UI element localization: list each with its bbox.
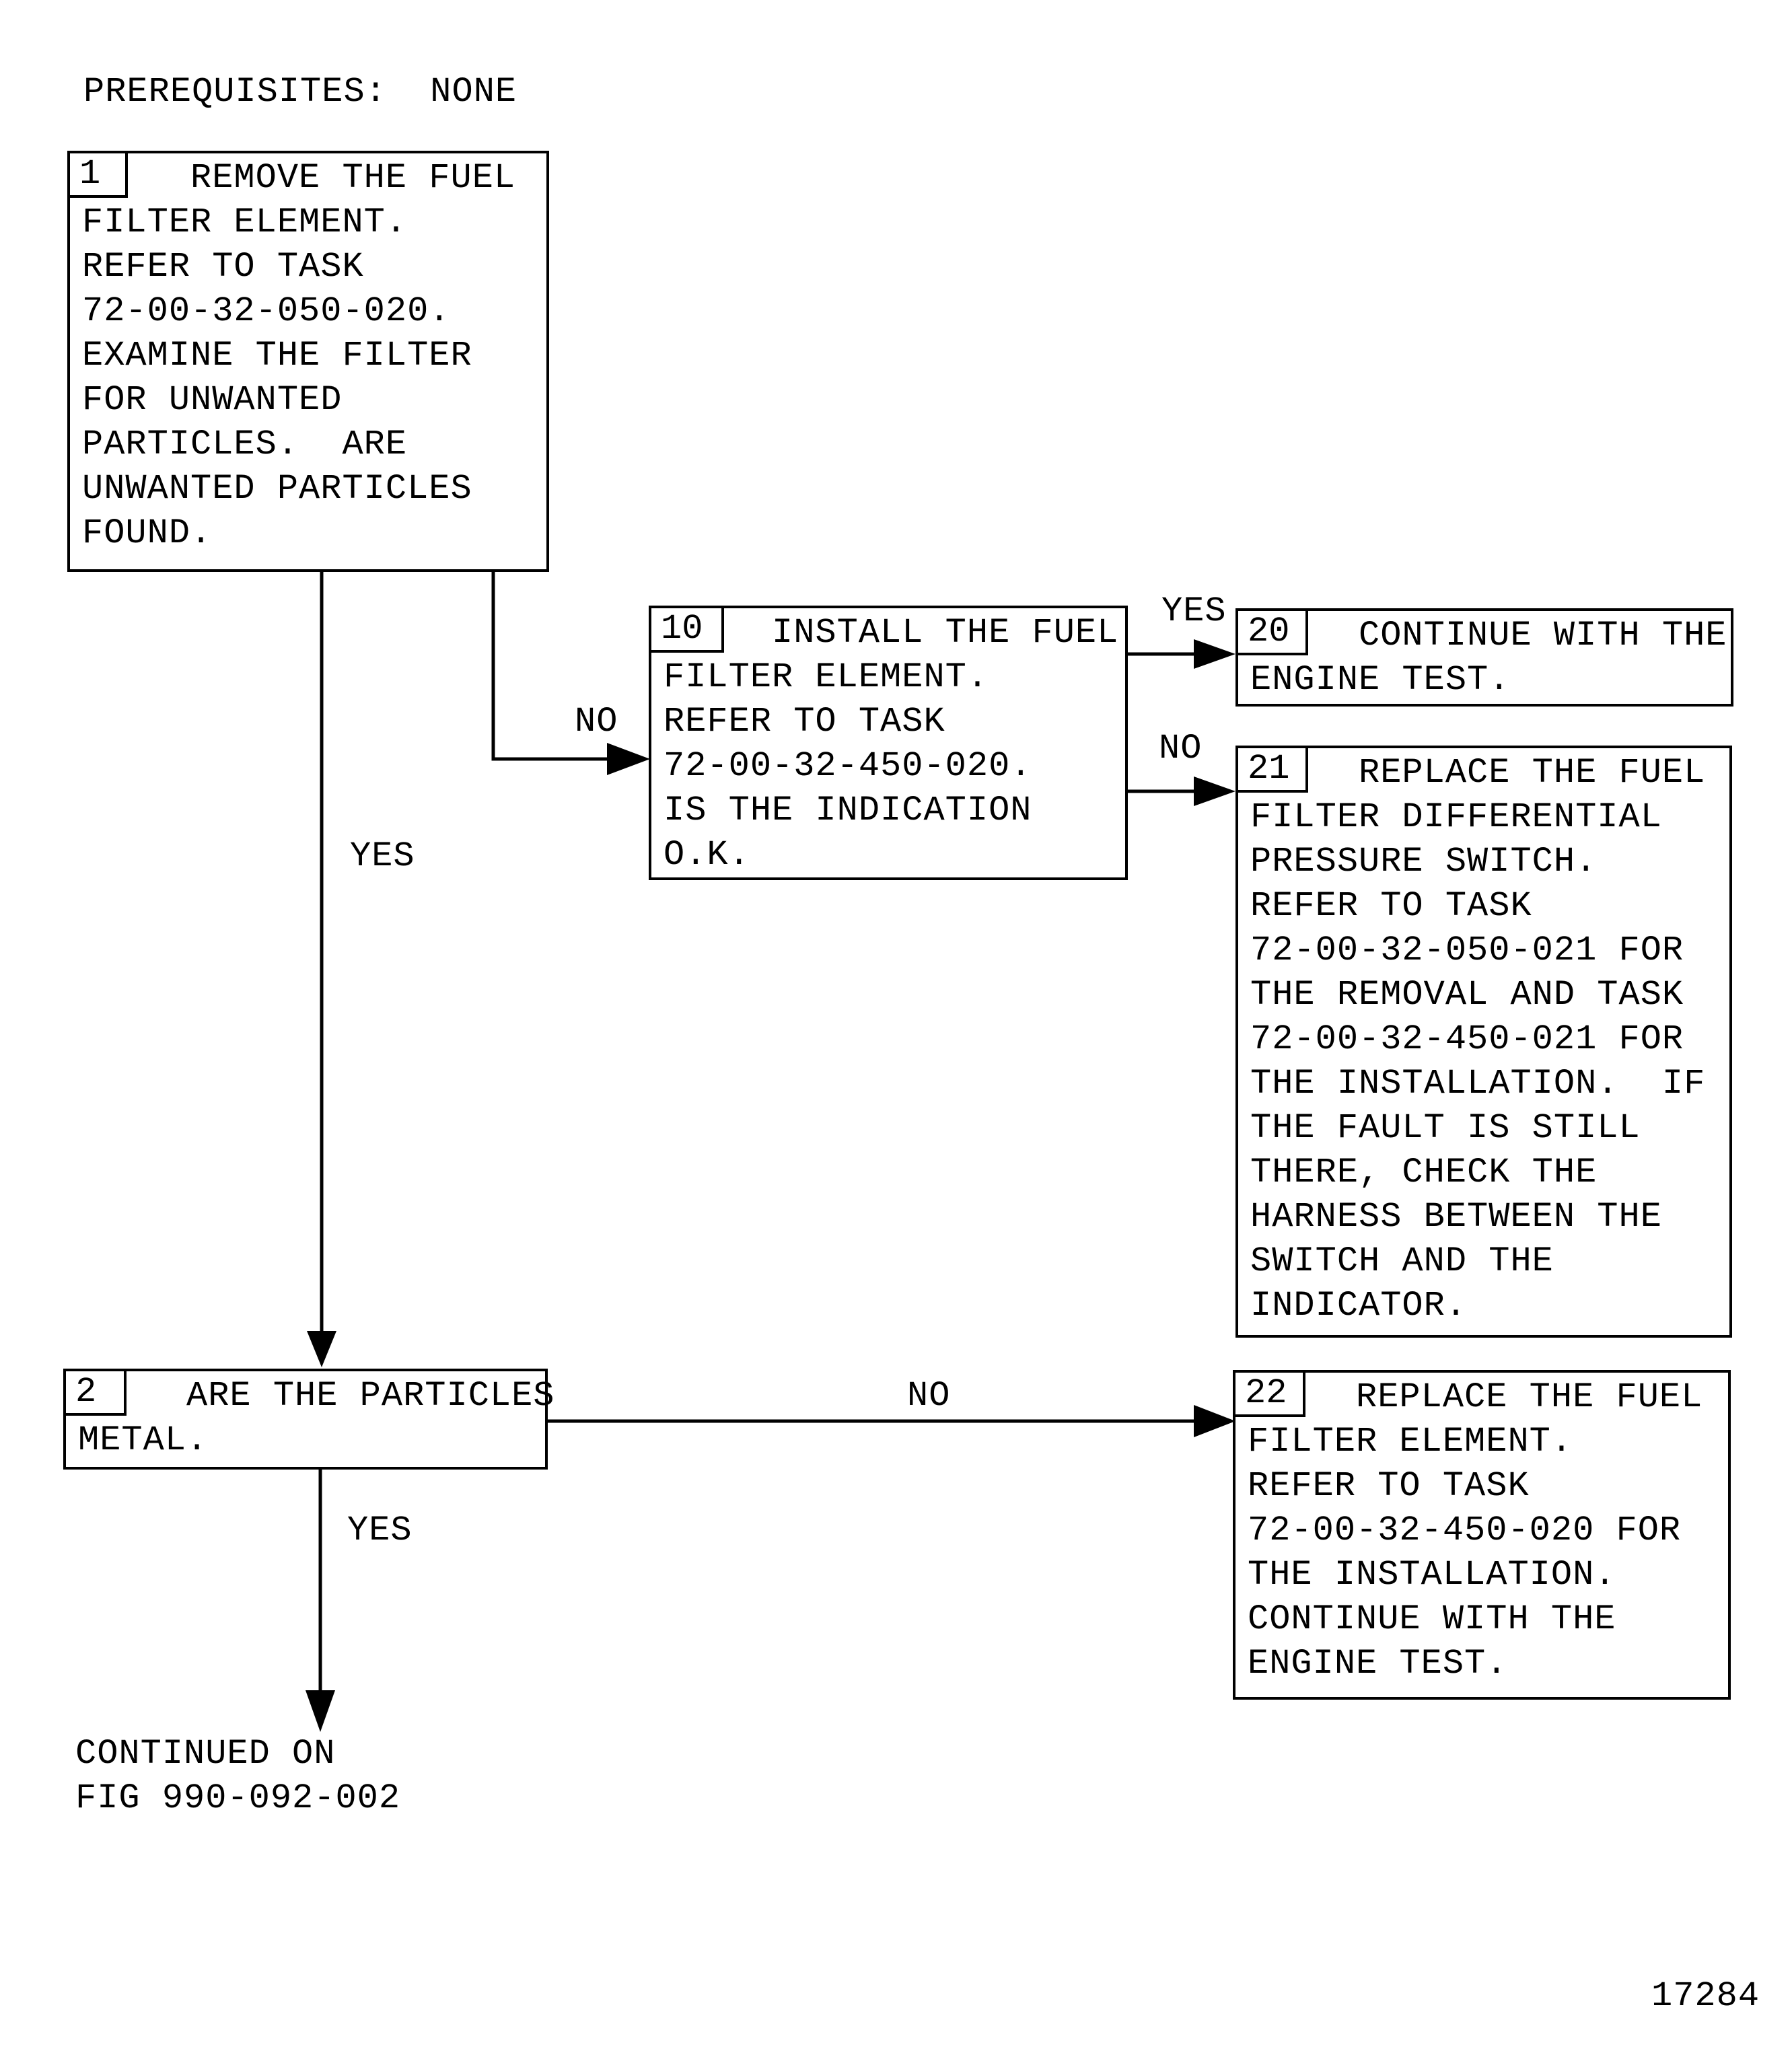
step-20-box: 20 CONTINUE WITH THE ENGINE TEST.: [1235, 608, 1733, 707]
arrowhead-1-yes: [307, 1331, 336, 1367]
step-text: ARE THE PARTICLES METAL.: [78, 1376, 555, 1460]
branch-label-1-no: NO: [575, 702, 618, 742]
step-text: REMOVE THE FUEL FILTER ELEMENT. REFER TO…: [82, 158, 516, 553]
branch-label-1-yes: YES: [350, 836, 415, 876]
step-number: 22: [1235, 1373, 1305, 1417]
prerequisites-label: PREREQUISITES: NONE: [83, 72, 517, 112]
step-text: REPLACE THE FUEL FILTER DIFFERENTIAL PRE…: [1250, 753, 1706, 1326]
arrowhead-10-no: [1194, 776, 1235, 806]
arrowhead-10-yes: [1194, 639, 1235, 669]
step-text: INSTALL THE FUEL FILTER ELEMENT. REFER T…: [664, 613, 1119, 875]
step-number: 10: [651, 608, 724, 653]
step-number: 21: [1238, 748, 1308, 793]
step-number: 1: [70, 153, 128, 198]
step-10-box: 10 INSTALL THE FUEL FILTER ELEMENT. REFE…: [649, 606, 1128, 880]
step-22-box: 22 REPLACE THE FUEL FILTER ELEMENT. REFE…: [1233, 1370, 1731, 1700]
arrowhead-2-yes: [306, 1690, 335, 1732]
arrowhead-2-no: [1194, 1405, 1235, 1437]
step-number: 20: [1238, 611, 1308, 655]
step-number: 2: [66, 1371, 127, 1416]
arrowhead-1-no: [607, 743, 650, 775]
step-text: REPLACE THE FUEL FILTER ELEMENT. REFER T…: [1248, 1377, 1703, 1684]
step-text: CONTINUE WITH THE ENGINE TEST.: [1250, 616, 1727, 700]
figure-id: 17284: [1651, 1976, 1760, 2016]
step-2-box: 2 ARE THE PARTICLES METAL.: [63, 1369, 554, 1470]
step-21-box: 21 REPLACE THE FUEL FILTER DIFFERENTIAL …: [1235, 746, 1732, 1338]
branch-label-10-yes: YES: [1161, 591, 1227, 631]
connector-1-no: [491, 572, 612, 761]
branch-label-10-no: NO: [1159, 729, 1203, 768]
step-1-box: 1 REMOVE THE FUEL FILTER ELEMENT. REFER …: [67, 151, 549, 572]
continuation-note: CONTINUED ON FIG 990-092-002: [75, 1734, 401, 1818]
branch-label-2-yes: YES: [347, 1511, 413, 1550]
branch-label-2-no: NO: [907, 1376, 951, 1416]
